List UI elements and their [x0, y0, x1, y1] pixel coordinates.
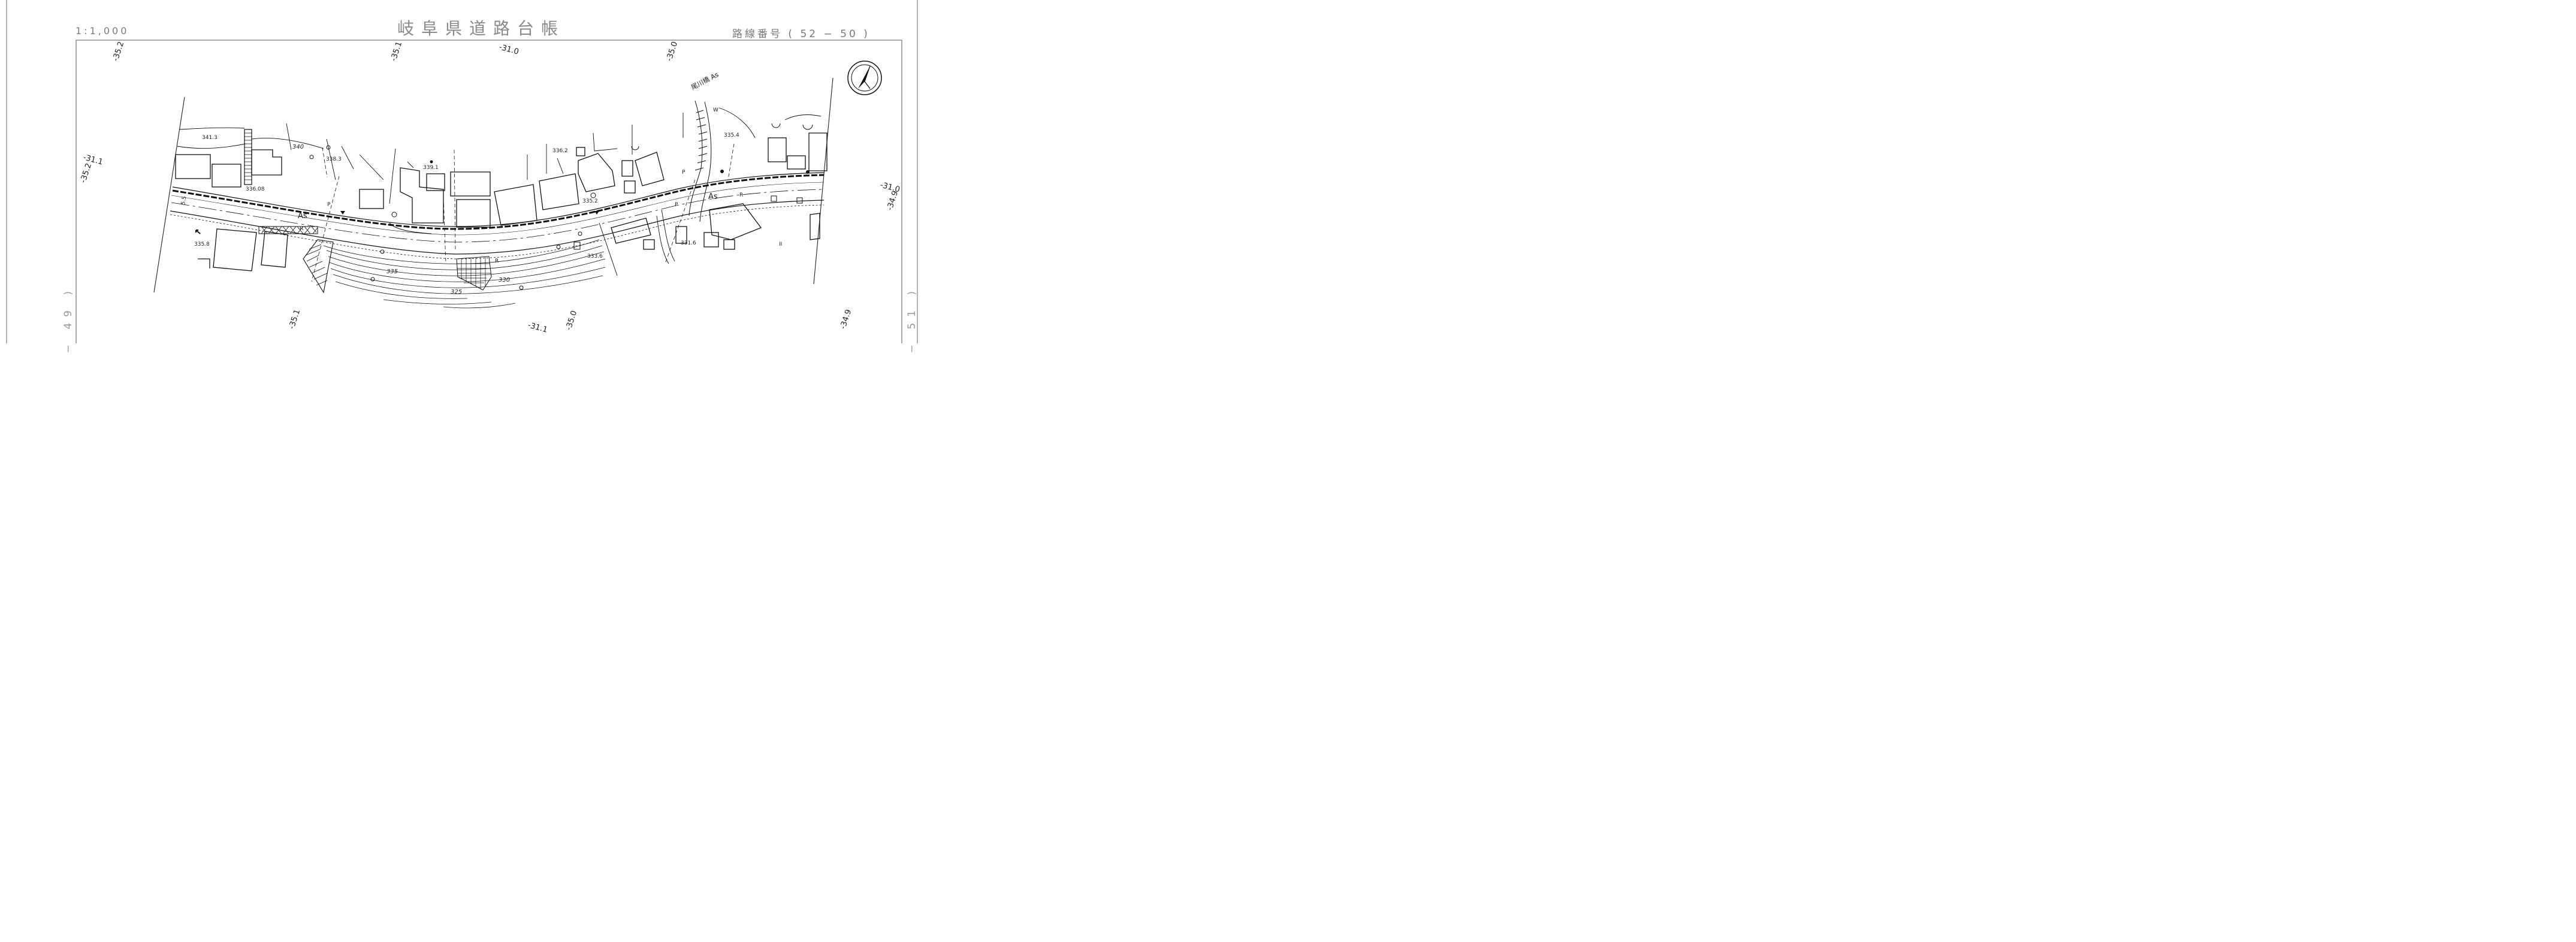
map-scale: 1:1,000	[76, 25, 129, 37]
elevation-point: 335.4	[724, 132, 739, 138]
map-frame	[76, 40, 902, 343]
north-arrow-icon	[847, 61, 882, 95]
dashed-lines	[311, 143, 735, 282]
contour-label: 330	[499, 277, 510, 283]
elevation-point: 333.6	[587, 253, 603, 259]
buildings-north	[175, 132, 828, 228]
grid-label-bottom-2: -31.1	[527, 321, 548, 334]
elevation-point: 331.6	[681, 240, 696, 246]
road-labels: As As	[298, 192, 718, 221]
bridge-structure	[688, 100, 712, 222]
elevation-point: 338.3	[326, 156, 342, 162]
elevation-labels: 341.3 338.3 339.1 336.2 335.4 336.08 335…	[194, 132, 739, 259]
elevation-point: 339.1	[423, 165, 439, 171]
road-marker: R	[300, 226, 303, 232]
grid-label-bottom-4: -34.9	[839, 309, 854, 331]
slope-lines	[323, 239, 606, 309]
road-marker: R	[495, 258, 499, 264]
survey-limits	[153, 77, 833, 293]
buildings-south	[198, 203, 820, 271]
elevation-point: 335.8	[194, 241, 210, 247]
elevation-point: 341.3	[202, 135, 218, 141]
grid-label-left-2: -35.2	[79, 162, 94, 185]
elevation-point: 335.2	[582, 198, 598, 204]
arrow-marker-icon	[195, 230, 201, 234]
pole-label: P	[682, 170, 685, 176]
w-label: W	[713, 107, 718, 113]
stairs	[244, 129, 252, 185]
map-symbols	[309, 123, 813, 290]
page-title: 岐阜県道路台帳	[397, 19, 566, 38]
grid-label-top-2: -35.1	[389, 41, 404, 63]
grid-label-top-4: -35.0	[665, 41, 680, 63]
road-marker: R	[739, 192, 743, 198]
road-width-label: 5.5	[180, 196, 188, 206]
road-map: -35.2 -35.1 -31.0 -35.0 -31.1 -35.2 -31.…	[6, 0, 918, 343]
contour-label: 340	[292, 144, 304, 150]
elevation-point: 336.08	[246, 186, 265, 192]
contour-label: 325	[451, 289, 462, 295]
grid-label-bottom-3: -35.0	[564, 310, 579, 332]
pole-label: P	[327, 202, 331, 208]
pole-label: P	[675, 202, 678, 208]
contour-labels: 340 335 330 325	[292, 144, 510, 295]
elevation-point: 336.2	[552, 148, 568, 154]
grid-label-top-3: -31.0	[498, 43, 520, 56]
road-markers: R R R P P P 5.5 W II	[180, 107, 782, 264]
route-number: 路線番号 ( 52 − 50 )	[732, 28, 870, 40]
grid-label-top-1: -35.2	[111, 41, 126, 63]
road-surface-label: As	[298, 212, 307, 221]
bridge-name: 尾川橋 As	[690, 70, 720, 92]
road-surface-label: As	[708, 192, 718, 201]
embankment	[303, 239, 334, 294]
crosshatched-plot	[456, 256, 492, 291]
utility-poles	[340, 160, 810, 215]
water-label: II	[779, 241, 782, 247]
retaining-wall	[258, 226, 318, 234]
grid-label-right-2: -34.9	[886, 190, 901, 212]
grid-label-bottom-1: -35.1	[288, 309, 303, 331]
contour-label: 335	[386, 268, 398, 275]
road-corridor	[170, 172, 825, 259]
